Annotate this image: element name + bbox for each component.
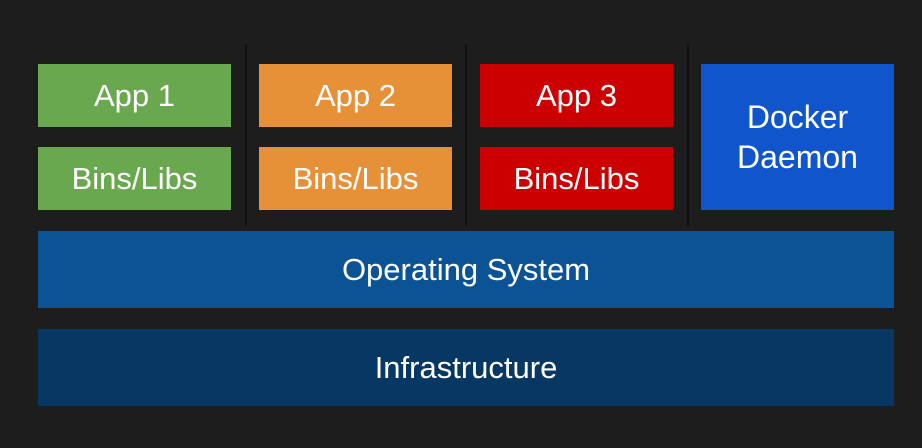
app-2-label: App 2 [314, 77, 396, 113]
operating-system-label: Operating System [341, 251, 591, 287]
app-1-box: App 1 [38, 64, 231, 127]
bins-libs-2-box: Bins/Libs [259, 147, 452, 210]
infrastructure-label: Infrastructure [374, 349, 558, 385]
infrastructure-box: Infrastructure [38, 329, 894, 406]
app-1-label: App 1 [93, 77, 175, 113]
bins-libs-3-label: Bins/Libs [513, 160, 640, 196]
bins-libs-2-label: Bins/Libs [292, 160, 419, 196]
bins-libs-3-box: Bins/Libs [480, 147, 673, 210]
column-divider [687, 44, 689, 226]
app-3-label: App 3 [535, 77, 617, 113]
docker-daemon-line2: Daemon [737, 139, 858, 175]
docker-daemon-line1: Docker [746, 99, 849, 135]
operating-system-box: Operating System [38, 231, 894, 308]
app-3-box: App 3 [480, 64, 673, 127]
app-2-box: App 2 [259, 64, 452, 127]
column-divider [465, 44, 467, 226]
column-divider [245, 44, 247, 226]
bins-libs-1-box: Bins/Libs [38, 147, 231, 210]
bins-libs-1-label: Bins/Libs [71, 160, 198, 196]
docker-daemon-label: Docker Daemon [737, 97, 858, 177]
docker-daemon-box: Docker Daemon [701, 64, 894, 210]
